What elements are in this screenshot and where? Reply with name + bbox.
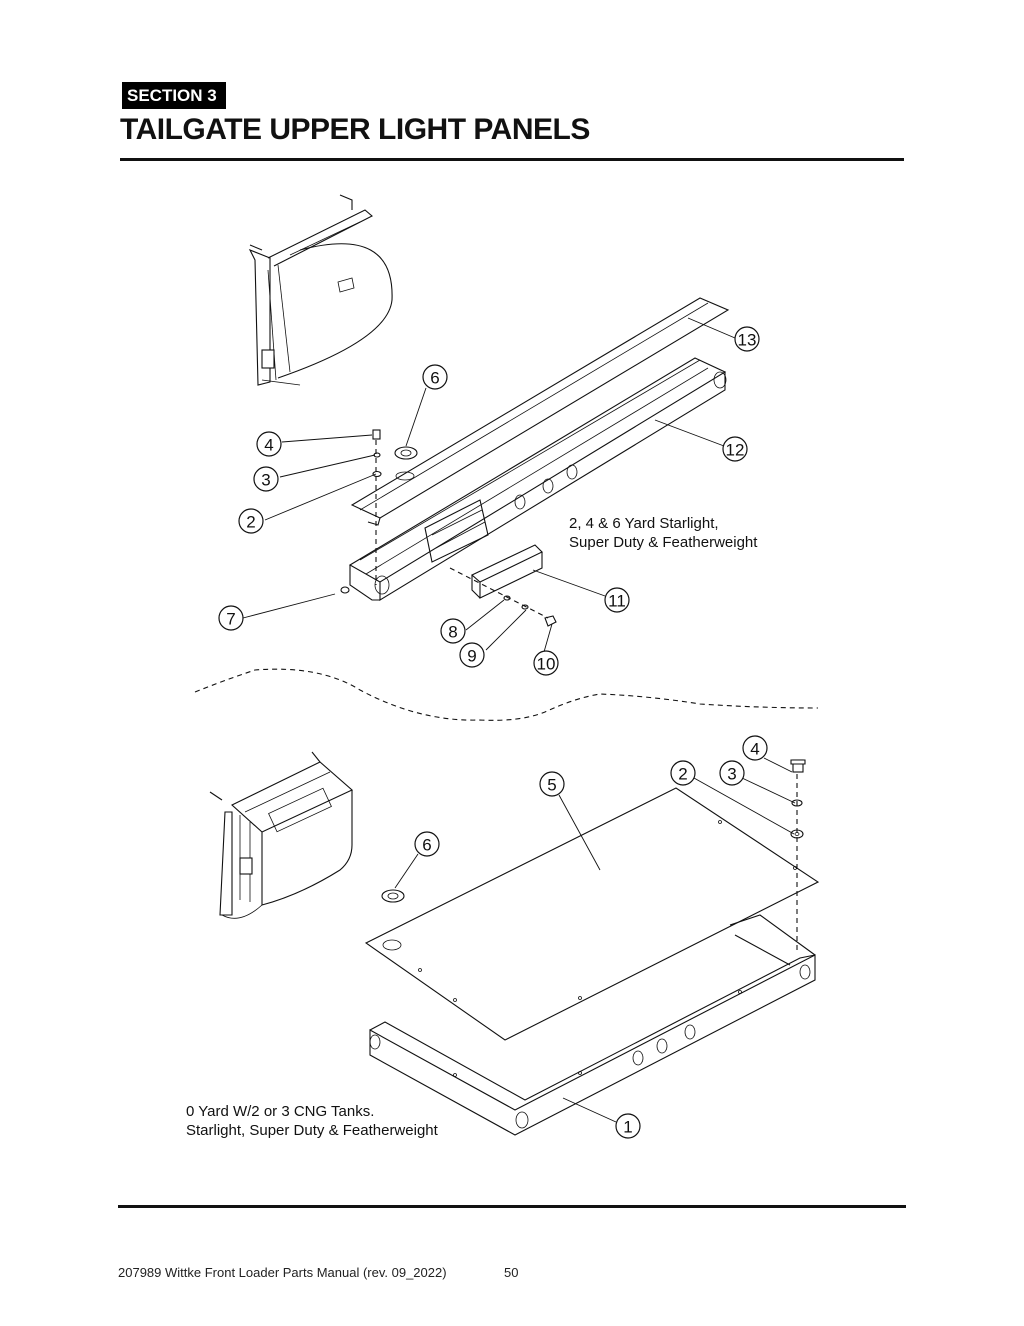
page-number: 50 bbox=[504, 1265, 519, 1280]
part-1-frame bbox=[369, 914, 816, 1136]
lower-caption-line2: Starlight, Super Duty & Featherweight bbox=[186, 1122, 439, 1139]
svg-text:2: 2 bbox=[246, 513, 255, 532]
hardware-upper bbox=[340, 429, 557, 627]
svg-text:11: 11 bbox=[608, 592, 626, 611]
section-label: SECTION 3 bbox=[122, 82, 226, 109]
part-11-bracket bbox=[471, 544, 543, 599]
svg-text:6: 6 bbox=[422, 836, 431, 855]
section-separator bbox=[194, 668, 819, 721]
callout-4-upper: 4 bbox=[256, 431, 282, 457]
upper-tailgate-thumbnail bbox=[248, 194, 393, 386]
svg-text:5: 5 bbox=[547, 776, 556, 795]
callout-2-lower: 2 bbox=[670, 760, 696, 786]
lower-caption-line1: 0 Yard W/2 or 3 CNG Tanks. bbox=[186, 1103, 374, 1120]
hardware-lower bbox=[381, 759, 806, 950]
svg-text:1: 1 bbox=[623, 1118, 632, 1137]
callout-3-upper: 3 bbox=[253, 466, 279, 492]
callout-12: 12 bbox=[722, 436, 748, 462]
footer-manual-title: 207989 Wittke Front Loader Parts Manual … bbox=[118, 1265, 447, 1280]
svg-text:12: 12 bbox=[726, 441, 745, 460]
upper-caption-line1: 2, 4 & 6 Yard Starlight, bbox=[569, 515, 719, 532]
part-13-cover-strip bbox=[350, 297, 730, 526]
part-5-cover-panel bbox=[364, 787, 820, 1041]
callout-1: 1 bbox=[615, 1113, 641, 1139]
svg-text:10: 10 bbox=[537, 655, 556, 674]
leaders-lower bbox=[394, 757, 796, 1123]
callout-6-lower: 6 bbox=[414, 831, 440, 857]
page-title: TAILGATE UPPER LIGHT PANELS bbox=[120, 113, 590, 146]
footer-rule bbox=[118, 1205, 906, 1208]
callout-3-lower: 3 bbox=[719, 760, 745, 786]
upper-caption-line2: Super Duty & Featherweight bbox=[569, 534, 758, 551]
svg-text:2: 2 bbox=[678, 765, 687, 784]
part-12-light-channel bbox=[348, 357, 727, 601]
svg-text:13: 13 bbox=[738, 331, 757, 350]
lower-tailgate-thumbnail bbox=[209, 751, 353, 919]
svg-text:4: 4 bbox=[750, 740, 759, 759]
callout-4-lower: 4 bbox=[742, 735, 768, 761]
callout-7: 7 bbox=[218, 605, 244, 631]
callout-13: 13 bbox=[734, 326, 760, 352]
callout-9: 9 bbox=[459, 642, 485, 668]
svg-text:3: 3 bbox=[727, 765, 736, 784]
callout-10: 10 bbox=[533, 650, 559, 676]
svg-text:8: 8 bbox=[448, 623, 457, 642]
callout-2-upper: 2 bbox=[238, 508, 264, 534]
svg-text:6: 6 bbox=[430, 369, 439, 388]
callout-11: 11 bbox=[604, 587, 630, 613]
header-rule bbox=[120, 158, 904, 161]
callout-6-upper: 6 bbox=[422, 364, 448, 390]
svg-text:7: 7 bbox=[226, 610, 235, 629]
svg-text:4: 4 bbox=[264, 436, 273, 455]
svg-text:9: 9 bbox=[467, 647, 476, 666]
callout-8: 8 bbox=[440, 618, 466, 644]
callout-5: 5 bbox=[539, 771, 565, 797]
leaders-upper bbox=[242, 317, 736, 653]
svg-text:3: 3 bbox=[261, 471, 270, 490]
